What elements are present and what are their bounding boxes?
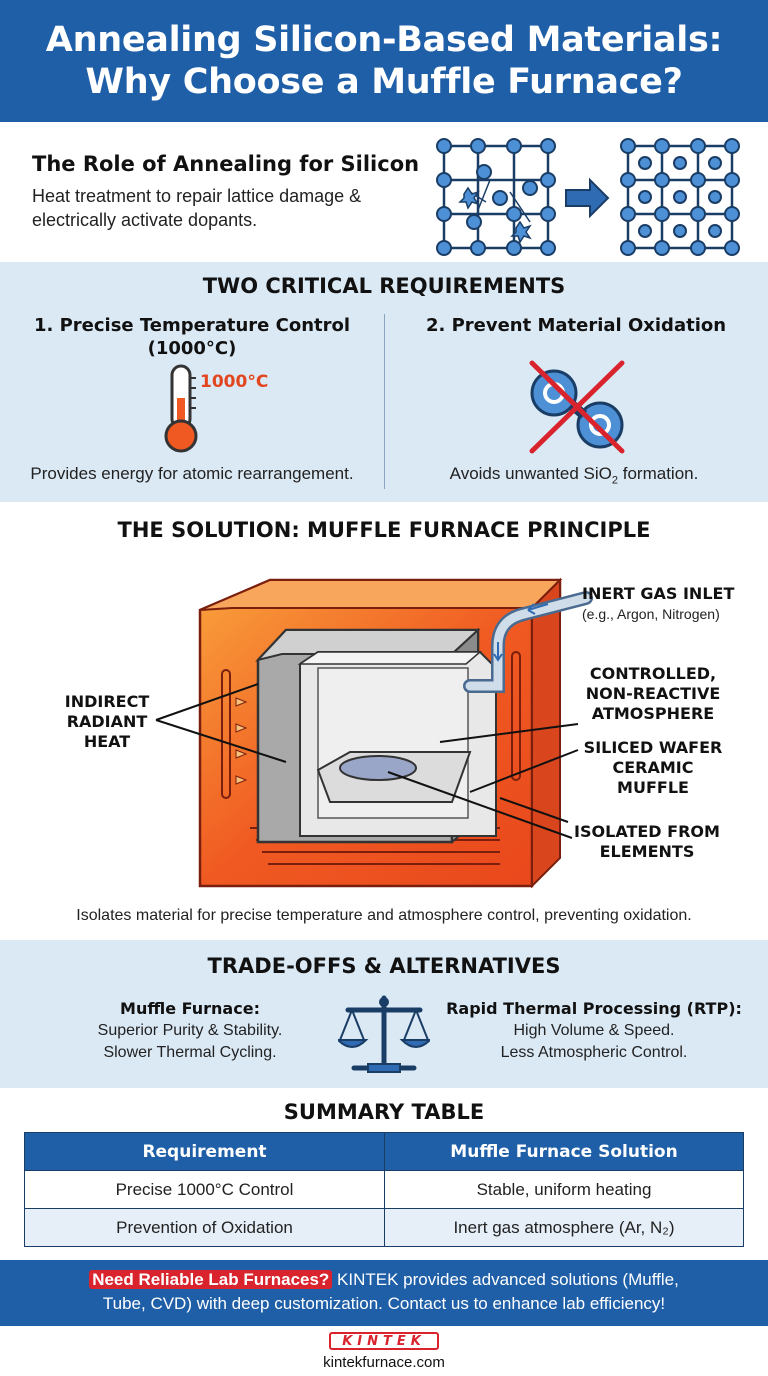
tradeoffs-section: TRADE-OFFS & ALTERNATIVES Muffle Furnace… — [0, 940, 768, 1088]
table-cell: Inert gas atmosphere (Ar, N₂) — [384, 1208, 744, 1247]
label-wafer-muffle: SILICED WAFER CERAMIC MUFFLE — [583, 738, 723, 797]
summary-table: Requirement Muffle Furnace Solution Prec… — [24, 1132, 744, 1247]
cta-text: Need Reliable Lab Furnaces? KINTEK provi… — [0, 1268, 768, 1316]
page-title: Annealing Silicon-Based Materials: Why C… — [45, 19, 723, 103]
no-oxidation-icon — [529, 360, 625, 454]
column-header: Requirement — [24, 1132, 385, 1171]
role-title: The Role of Annealing for Silicon — [32, 152, 420, 176]
requirements-divider — [384, 314, 385, 489]
thermometer-icon — [164, 364, 198, 453]
header-banner: Annealing Silicon-Based Materials: Why C… — [0, 0, 768, 122]
requirement-1-description: Provides energy for atomic rearrangement… — [30, 464, 354, 483]
cta-banner: Need Reliable Lab Furnaces? KINTEK provi… — [0, 1260, 768, 1326]
solution-caption: Isolates material for precise temperatur… — [76, 907, 692, 924]
solution-title: THE SOLUTION: MUFFLE FURNACE PRINCIPLE — [117, 518, 651, 542]
balance-scale-icon — [338, 995, 430, 1073]
label-atmosphere: CONTROLLED, NON-REACTIVE ATMOSPHERE — [585, 664, 721, 723]
label-isolated: ISOLATED FROM ELEMENTS — [574, 822, 720, 861]
label-inert-gas-sub: (e.g., Argon, Nitrogen) — [582, 606, 720, 622]
website-link[interactable]: kintekfurnace.com — [323, 1354, 445, 1371]
tradeoff-muffle: Muffle Furnace: Superior Purity & Stabil… — [97, 999, 283, 1061]
role-section: The Role of Annealing for Silicon Heat t… — [0, 122, 768, 262]
temperature-value-label: 1000°C — [200, 372, 269, 392]
summary-title: SUMMARY TABLE — [283, 1100, 485, 1124]
requirement-2-description: Avoids unwanted SiO2 formation. — [449, 464, 699, 487]
requirement-1-title: 1. Precise Temperature Control (1000°C) — [33, 315, 351, 359]
requirements-title: TWO CRITICAL REQUIREMENTS — [202, 274, 566, 298]
title-line-1: Annealing Silicon-Based Materials: — [45, 20, 723, 60]
table-cell: Stable, uniform heating — [384, 1170, 744, 1209]
summary-section: SUMMARY TABLE Requirement Muffle Furnace… — [0, 1088, 768, 1260]
tradeoff-rtp: Rapid Thermal Processing (RTP): High Vol… — [446, 999, 742, 1061]
muffle-furnace-diagram — [155, 577, 593, 889]
heat-arrows — [235, 697, 248, 785]
table-row: Prevention of Oxidation Inert gas atmosp… — [24, 1208, 744, 1247]
requirements-section: TWO CRITICAL REQUIREMENTS 1. Precise Tem… — [0, 262, 768, 502]
tradeoffs-title: TRADE-OFFS & ALTERNATIVES — [207, 954, 561, 978]
table-header-row: Requirement Muffle Furnace Solution — [24, 1132, 744, 1171]
kintek-logo[interactable]: KINTEK — [329, 1332, 439, 1350]
table-cell: Prevention of Oxidation — [24, 1208, 385, 1247]
label-radiant-heat: INDIRECT RADIANT HEAT — [64, 692, 150, 751]
requirement-2-title: 2. Prevent Material Oxidation — [425, 315, 727, 336]
column-header: Muffle Furnace Solution — [384, 1132, 744, 1171]
footer: KINTEK kintekfurnace.com — [0, 1326, 768, 1376]
solution-section: THE SOLUTION: MUFFLE FURNACE PRINCIPLE — [0, 502, 768, 940]
table-cell: Precise 1000°C Control — [24, 1170, 385, 1209]
label-inert-gas: INERT GAS INLET — [582, 584, 735, 603]
silicon-wafer — [339, 755, 417, 781]
role-description: Heat treatment to repair lattice damage … — [32, 186, 362, 230]
arrow-right-icon — [565, 177, 610, 219]
cta-highlight[interactable]: Need Reliable Lab Furnaces? — [89, 1270, 333, 1289]
title-line-2: Why Choose a Muffle Furnace? — [85, 62, 683, 102]
table-row: Precise 1000°C Control Stable, uniform h… — [24, 1170, 744, 1209]
lattice-repair-illustration — [436, 138, 740, 256]
